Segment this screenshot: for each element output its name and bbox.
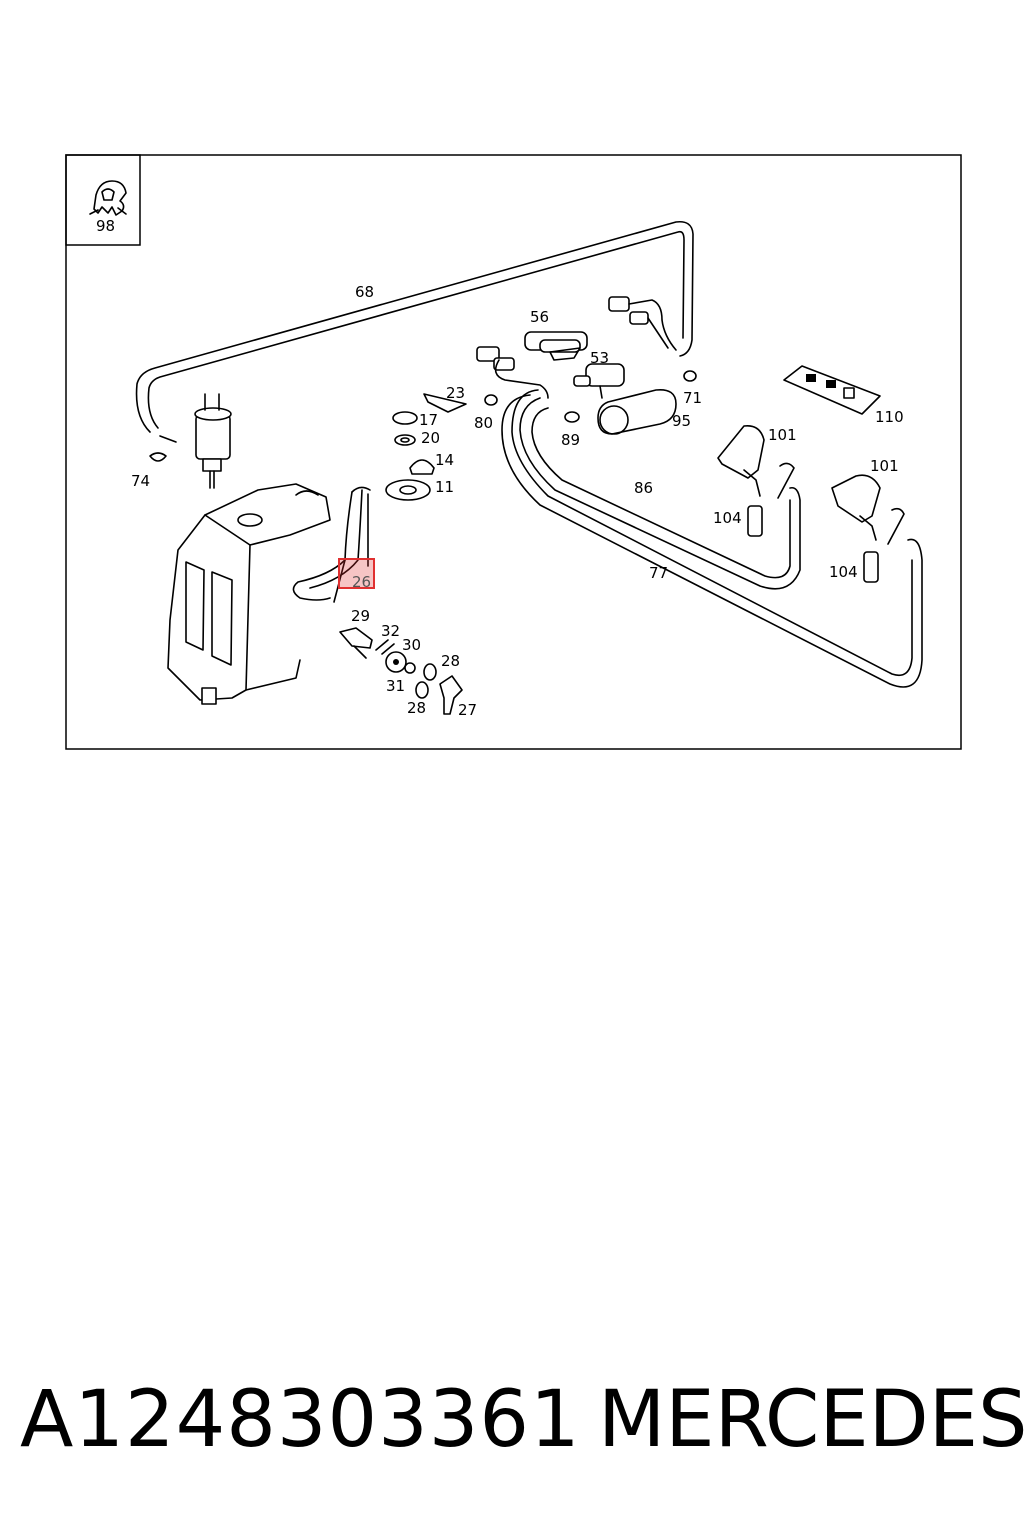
highlight-box-26 bbox=[338, 558, 375, 589]
callout-20: 20 bbox=[421, 429, 440, 447]
callout-86: 86 bbox=[634, 479, 653, 497]
callout-labels: 98 68 74 56 53 23 17 20 14 11 80 89 95 7… bbox=[96, 217, 904, 719]
footer: A1248303361 MERCEDES bbox=[0, 1370, 1024, 1480]
strip-23-drawing bbox=[423, 393, 467, 413]
callout-98: 98 bbox=[96, 217, 115, 235]
callout-89: 89 bbox=[561, 431, 580, 449]
hose-86 bbox=[519, 397, 801, 590]
callout-14: 14 bbox=[435, 451, 454, 469]
callout-68: 68 bbox=[355, 283, 374, 301]
callout-23: 23 bbox=[446, 384, 465, 402]
callout-31: 31 bbox=[386, 677, 405, 695]
callout-28-top: 28 bbox=[441, 652, 460, 670]
nozzle-101-right-drawing bbox=[831, 474, 905, 583]
callout-17: 17 bbox=[419, 411, 438, 429]
callout-95: 95 bbox=[672, 412, 691, 430]
callout-101-left: 101 bbox=[768, 426, 797, 444]
clamps-drawing bbox=[484, 370, 697, 423]
parts-diagram: 98 68 74 56 53 23 17 20 14 11 80 89 95 7… bbox=[65, 154, 962, 750]
inset-box bbox=[65, 154, 141, 246]
connectors-drawing bbox=[476, 296, 677, 399]
pump-74-drawing bbox=[149, 393, 232, 489]
callout-29: 29 bbox=[351, 607, 370, 625]
nozzle-101-left-drawing bbox=[717, 424, 795, 537]
filter-95-drawing bbox=[597, 388, 677, 435]
fittings-drawing bbox=[339, 627, 463, 715]
clip-98-drawing bbox=[89, 180, 127, 216]
callout-101-right: 101 bbox=[870, 457, 899, 475]
callout-32: 32 bbox=[381, 622, 400, 640]
diagram-frame bbox=[65, 154, 962, 750]
callout-26: 26 bbox=[352, 573, 371, 591]
callout-11: 11 bbox=[435, 478, 454, 496]
callout-74: 74 bbox=[131, 472, 150, 490]
callout-30: 30 bbox=[402, 636, 421, 654]
reservoir-tank-drawing bbox=[167, 483, 331, 705]
callout-110: 110 bbox=[875, 408, 904, 426]
callout-104-right: 104 bbox=[829, 563, 858, 581]
grommets-drawing bbox=[385, 411, 435, 501]
callout-53: 53 bbox=[590, 349, 609, 367]
valves-56-53-drawing bbox=[524, 331, 625, 399]
brand-name: MERCEDES bbox=[598, 1375, 1024, 1465]
callout-28-bottom: 28 bbox=[407, 699, 426, 717]
callout-80: 80 bbox=[474, 414, 493, 432]
board-110-drawing bbox=[783, 365, 881, 415]
callout-77: 77 bbox=[649, 564, 668, 582]
hose-77 bbox=[501, 394, 923, 688]
callout-71: 71 bbox=[683, 389, 702, 407]
part-number: A1248303361 bbox=[20, 1375, 581, 1465]
callout-104-left: 104 bbox=[713, 509, 742, 527]
hose-68 bbox=[135, 220, 694, 433]
callout-56: 56 bbox=[530, 308, 549, 326]
callout-27: 27 bbox=[458, 701, 477, 719]
